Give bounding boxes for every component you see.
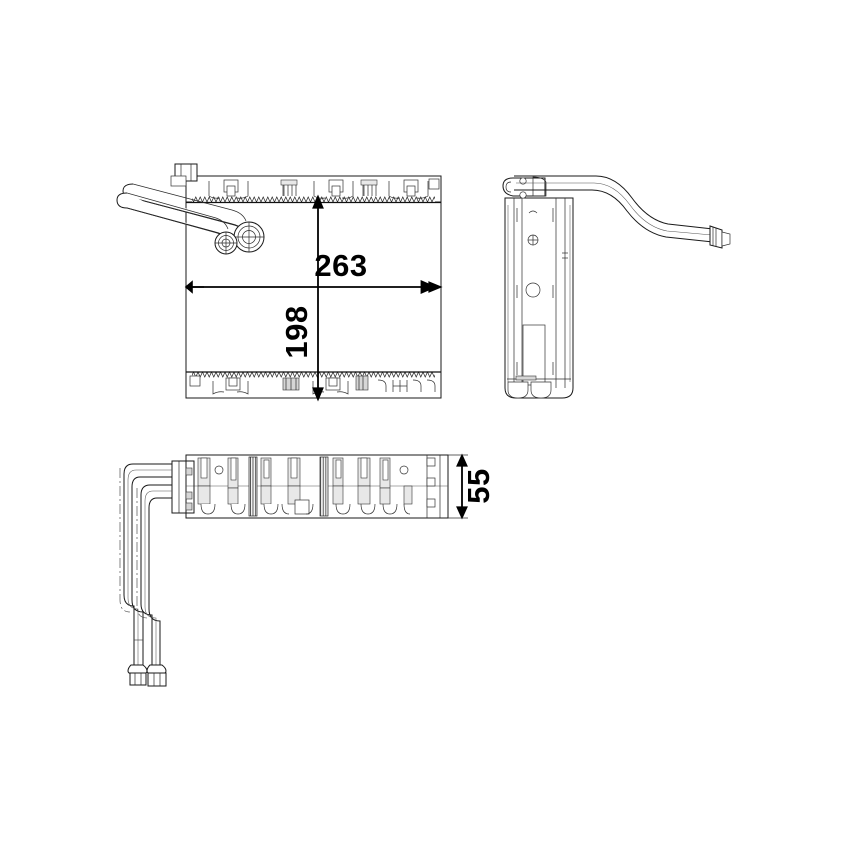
side-view-bottom-tanks <box>507 375 571 399</box>
front-view: 263 198 <box>116 163 443 402</box>
dimension-263: 263 <box>184 248 443 295</box>
side-view-top-cap <box>502 176 547 199</box>
front-view-bottom-header <box>185 371 442 399</box>
side-view-mount-hole-lower <box>525 282 541 298</box>
side-view-mount-hole-upper <box>527 210 539 246</box>
top-view-pipes <box>119 460 195 687</box>
top-view-pipe-end-right <box>146 664 167 687</box>
dimension-55: 55 <box>448 453 496 520</box>
front-view-pipe-flange-small <box>214 231 238 255</box>
dimension-198: 198 <box>279 194 324 402</box>
dimension-263-label: 263 <box>314 248 367 283</box>
top-view-fin-band <box>248 456 258 517</box>
dimension-198-label: 198 <box>279 305 314 358</box>
dimension-55-label: 55 <box>461 468 496 503</box>
side-view-pipe-end-fitting <box>709 225 731 249</box>
front-view-pipes <box>116 183 265 255</box>
top-view: 55 <box>119 453 496 687</box>
front-view-pipe-flange-large <box>233 221 265 253</box>
front-view-top-header <box>170 163 442 204</box>
side-view <box>502 175 731 399</box>
side-view-connector-pipe <box>514 175 731 249</box>
top-view-tube-detail-group <box>197 455 441 518</box>
top-view-pipe-end-left <box>127 664 148 686</box>
